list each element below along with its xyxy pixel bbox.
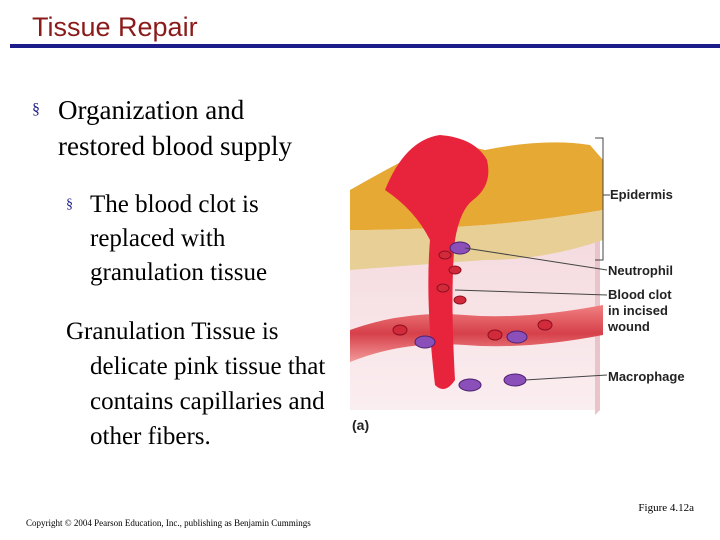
label-blood-clot: Blood clot in incised wound (608, 287, 672, 335)
label-blood-clot-line: Blood clot (608, 287, 672, 302)
leader-lines (454, 194, 610, 381)
bullet-text: Organization and restored blood supply (58, 95, 292, 161)
label-blood-clot-line: in incised (608, 303, 668, 318)
blood-vessel (350, 305, 603, 362)
wound-illustration (350, 135, 610, 415)
blood-clot (385, 135, 489, 389)
papillary-layer (350, 210, 603, 270)
label-macrophage: Macrophage (608, 369, 685, 384)
label-epidermis: Epidermis (610, 187, 673, 202)
bullet-marker: § (66, 197, 73, 212)
figure-caption: Figure 4.12a (638, 502, 694, 514)
copyright-notice: Copyright © 2004 Pearson Education, Inc.… (26, 518, 311, 528)
label-blood-clot-line: wound (608, 319, 650, 334)
neutrophils (414, 241, 528, 392)
bullet-level-2: § The blood clot is replaced with granul… (66, 188, 326, 290)
panel-letter: (a) (352, 417, 370, 433)
bullet-text: The blood clot is replaced with granulat… (90, 191, 268, 286)
bullet-level-1: § Organization and restored blood supply (32, 92, 332, 164)
label-neutrophil: Neutrophil (608, 263, 673, 278)
slide-title: Tissue Repair (32, 12, 198, 42)
bullet-marker: § (32, 101, 40, 118)
title-rule (10, 44, 720, 48)
blood-cells (392, 250, 553, 341)
granulation-paragraph: Granulation Tissue is delicate pink tiss… (66, 318, 326, 450)
